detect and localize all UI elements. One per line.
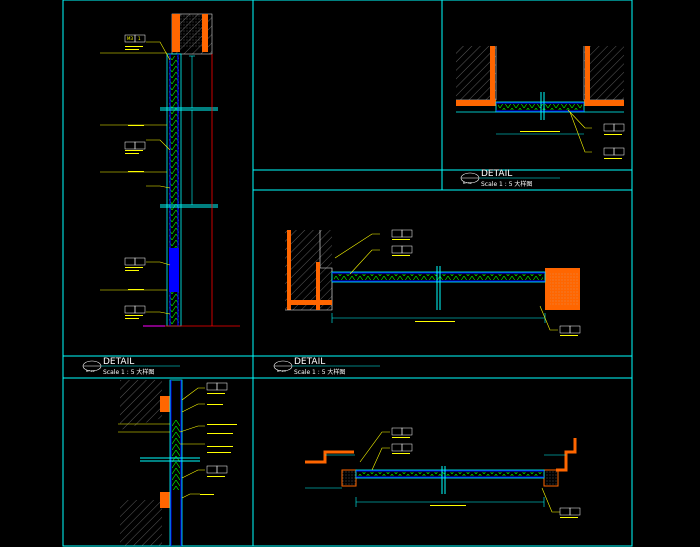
top-right-plan — [456, 46, 625, 159]
detail-scale: Scale 1 : 5 大样图 — [103, 368, 154, 376]
title-block-b732: DETAIL B7.32 Scale 1 : 5 大样图 — [460, 169, 560, 188]
bottom-right-plan — [305, 427, 581, 518]
middle-right-plan — [285, 229, 581, 336]
svg-text:B7.22: B7.22 — [86, 369, 95, 373]
svg-text:B7.32: B7.32 — [463, 181, 472, 185]
title-block-b722: DETAIL B7.22 Scale 1 : 5 大样图 — [82, 357, 180, 376]
detail-scale: Scale 1 : 5 大样图 — [481, 180, 532, 188]
left-vertical-section: M3 1 — [100, 13, 240, 327]
detail-scale: Scale 1 : 5 大样图 — [294, 368, 345, 376]
svg-text:1: 1 — [138, 36, 141, 41]
bottom-left-detail — [118, 379, 237, 547]
detail-heading: DETAIL — [103, 357, 134, 367]
svg-text:M3: M3 — [127, 36, 133, 41]
title-block-b723: DETAIL B7.23 Scale 1 : 5 大样图 — [273, 357, 380, 376]
detail-heading: DETAIL — [294, 357, 325, 367]
svg-text:B7.23: B7.23 — [277, 369, 286, 373]
viewport-frames — [62, 0, 633, 547]
tag-group-left: M3 1 — [124, 34, 146, 319]
detail-heading: DETAIL — [481, 169, 512, 179]
